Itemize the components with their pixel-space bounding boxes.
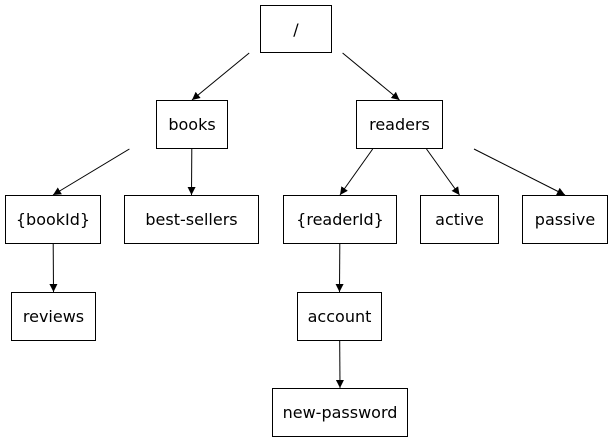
node-readers: readers bbox=[356, 100, 443, 149]
node-reader-id: {readerId} bbox=[283, 195, 397, 244]
edge-readers-to-reader_id bbox=[339, 148, 374, 196]
edge-readers-to-active bbox=[426, 148, 460, 196]
node-new-password: new-password bbox=[272, 388, 408, 437]
node-root: / bbox=[260, 5, 332, 53]
edge-books-to-book_id bbox=[52, 148, 130, 196]
node-passive: passive bbox=[522, 195, 608, 244]
node-account: account bbox=[297, 292, 382, 341]
node-book-id: {bookId} bbox=[5, 195, 101, 244]
node-active: active bbox=[420, 195, 499, 244]
edge-root-to-books bbox=[191, 52, 250, 101]
node-books: books bbox=[156, 100, 228, 149]
edge-root-to-readers bbox=[342, 52, 400, 101]
node-reviews: reviews bbox=[11, 292, 96, 341]
node-best-sellers: best-sellers bbox=[124, 195, 259, 244]
edge-readers-to-passive bbox=[473, 148, 566, 196]
